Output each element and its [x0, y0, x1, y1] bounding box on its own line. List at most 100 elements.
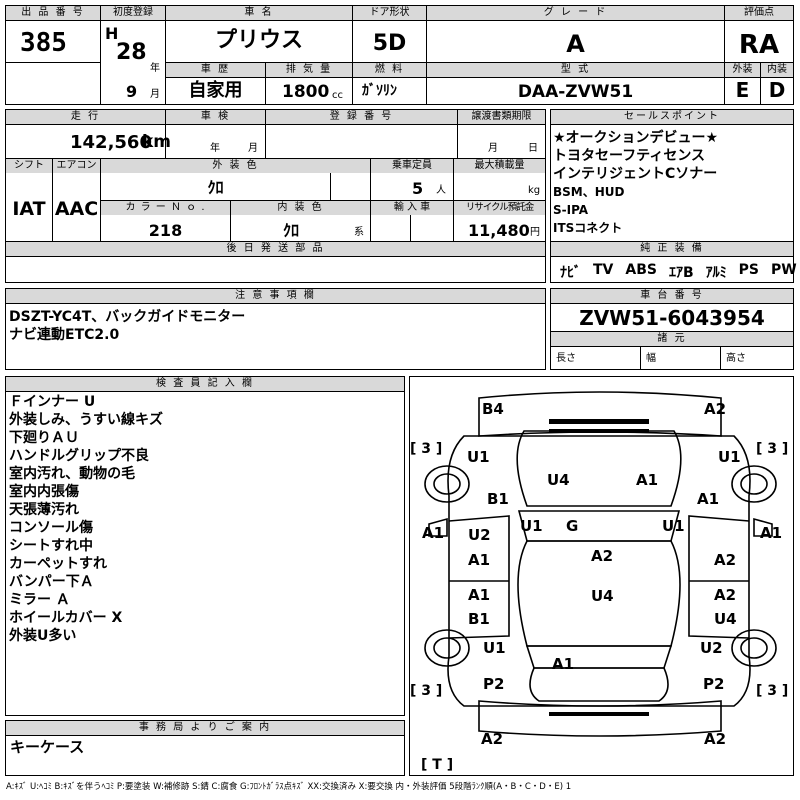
shift: IAT: [12, 198, 46, 220]
mark-a2-right-3: A2: [714, 586, 737, 604]
recycle-unit: 円: [530, 227, 540, 238]
inspector-line-13: ホイールカバー X: [9, 610, 123, 626]
color-no: 218: [148, 221, 183, 240]
mark-g: G: [566, 517, 579, 535]
vehicle-info-section: [5, 109, 546, 283]
fuel: ｶﾞｿﾘﾝ: [362, 83, 397, 99]
mark-u1-rear-left: U1: [483, 639, 506, 657]
sales-point-5: S-IPA: [553, 203, 589, 217]
inspector-line-6: 室内内張傷: [9, 484, 79, 500]
inspection-label: 車 検: [166, 110, 265, 124]
mark-a1-front-left: A1: [422, 524, 445, 542]
mark-a2-rear-right: A2: [704, 730, 727, 748]
mark-a1-left-2: A1: [468, 551, 491, 569]
mark-tire-fr: [ 3 ]: [756, 441, 789, 457]
month-unit: 月: [150, 89, 160, 100]
int-score: D: [768, 78, 786, 102]
int-color-unit: 系: [354, 227, 364, 238]
mark-tire-rl: [ 3 ]: [410, 683, 443, 699]
car-outline-diagram: [424, 391, 777, 737]
office-section: [5, 720, 405, 776]
color-label: 外 装 色: [101, 159, 370, 173]
notes-list: DSZT-YC4T、バックガイドモニター ナビ連動ETC2.0: [9, 308, 245, 344]
equipment-alloy: ｱﾙﾐ: [705, 265, 727, 281]
mileage-unit: km: [142, 132, 172, 152]
equipment-tv: TV: [593, 262, 614, 278]
car-name-label: 車 名: [166, 6, 352, 20]
mark-b1-left-2: B1: [468, 610, 490, 628]
era: H: [105, 24, 119, 43]
office-text: キーケース: [10, 738, 85, 756]
inspector-line-9: シートすれ中: [9, 538, 93, 554]
model-label: 型 式: [427, 63, 724, 77]
door-label: ドア形状: [353, 6, 426, 20]
mark-a1-hood: A1: [636, 471, 659, 489]
ac-label: エアコン: [53, 159, 100, 173]
chassis-label: 車 台 番 号: [551, 289, 793, 303]
mark-u2-rear-right: U2: [700, 639, 723, 657]
sales-point-6: ITSコネクト: [553, 221, 623, 235]
mileage-label: 走 行: [6, 110, 165, 124]
mark-p2-left: P2: [483, 675, 505, 693]
door: 5D: [372, 31, 407, 56]
mark-a1-trunk: A1: [552, 655, 575, 673]
sales-points-label: セールスポイント: [551, 110, 793, 124]
lot-no: 385: [20, 28, 67, 58]
sales-point-3: インテリジェントCソナー: [553, 166, 718, 182]
width-label: 幅: [646, 353, 656, 364]
mark-b1-left: B1: [487, 490, 509, 508]
inspector-line-11: バンパー下Ａ: [9, 574, 94, 590]
recycle-label: リサイクル預託金: [454, 201, 545, 215]
ext-label: 外装: [725, 63, 760, 77]
first-reg-label: 初度登録: [101, 6, 165, 20]
grade-label: グ レ ー ド: [427, 6, 724, 20]
chassis-number: ZVW51-6043954: [579, 306, 765, 330]
recycle: 11,480: [468, 221, 530, 240]
color-no-label: カ ラ ー Ｎ ｏ .: [101, 201, 230, 215]
displacement-label: 排 気 量: [266, 63, 352, 77]
ac: AAC: [54, 198, 99, 220]
equipment-list: ﾅﾋﾞ TV ABS ｴｱB ｱﾙﾐ PS PW: [560, 262, 797, 282]
note-2: ナビ連動ETC2.0: [9, 327, 120, 343]
mark-u1-right: U1: [718, 448, 741, 466]
inspector-label: 検 査 員 記 入 欄: [6, 377, 404, 391]
inspector-line-1: Ｆインナー U: [9, 394, 96, 410]
mark-u1-left: U1: [467, 448, 490, 466]
dims-label: 諸 元: [551, 332, 793, 346]
plate-label: 登 録 番 号: [266, 110, 457, 124]
inspector-line-12: ミラー Ａ: [9, 592, 70, 608]
inspector-section: [5, 376, 405, 716]
sales-point-4: BSM、HUD: [553, 185, 625, 199]
capacity: 5: [412, 179, 424, 198]
mark-tire-rr: [ 3 ]: [756, 683, 789, 699]
car-name: プリウス: [214, 28, 303, 53]
later-parts-label: 後 日 発 送 部 品: [6, 242, 545, 256]
sales-point-1: ★オークションデビュー★: [553, 130, 719, 146]
mileage: 142,560: [70, 132, 152, 153]
notes-section: [5, 288, 546, 370]
int-label: 内装: [761, 63, 793, 77]
equipment-abs: ABS: [625, 262, 657, 278]
mark-u4-roof: U4: [591, 587, 614, 605]
header-section: [5, 5, 794, 105]
damage-diagram: [409, 376, 794, 776]
mark-a1-left-3: A1: [468, 586, 491, 604]
inspector-line-7: 天張薄汚れ: [9, 502, 79, 518]
import-label: 輸 入 車: [371, 201, 453, 215]
equipment-nav: ﾅﾋﾞ: [560, 265, 581, 281]
load-label: 最大積載量: [454, 159, 545, 173]
lot-no-label: 出 品 番 号: [6, 6, 100, 20]
transfer-day-unit: 日: [528, 143, 538, 154]
inspector-line-3: 下廻りＡＵ: [9, 430, 79, 446]
note-1: DSZT-YC4T、バックガイドモニター: [9, 309, 246, 325]
sales-points-list: ★オークションデビュー★ トヨタセーフティセンス インテリジェントCソナー BS…: [553, 129, 718, 237]
capacity-unit: 人: [436, 185, 446, 196]
ext-score: E: [735, 78, 750, 102]
office-label: 事 務 局 よ り ご 案 内: [6, 721, 404, 735]
reg-year: 28: [116, 40, 147, 65]
shift-label: シフト: [6, 159, 52, 173]
sales-points-section: [550, 109, 794, 283]
inspector-line-14: 外装U多い: [9, 628, 77, 644]
capacity-label: 乗車定員: [371, 159, 453, 173]
mark-u4-hood: U4: [547, 471, 570, 489]
